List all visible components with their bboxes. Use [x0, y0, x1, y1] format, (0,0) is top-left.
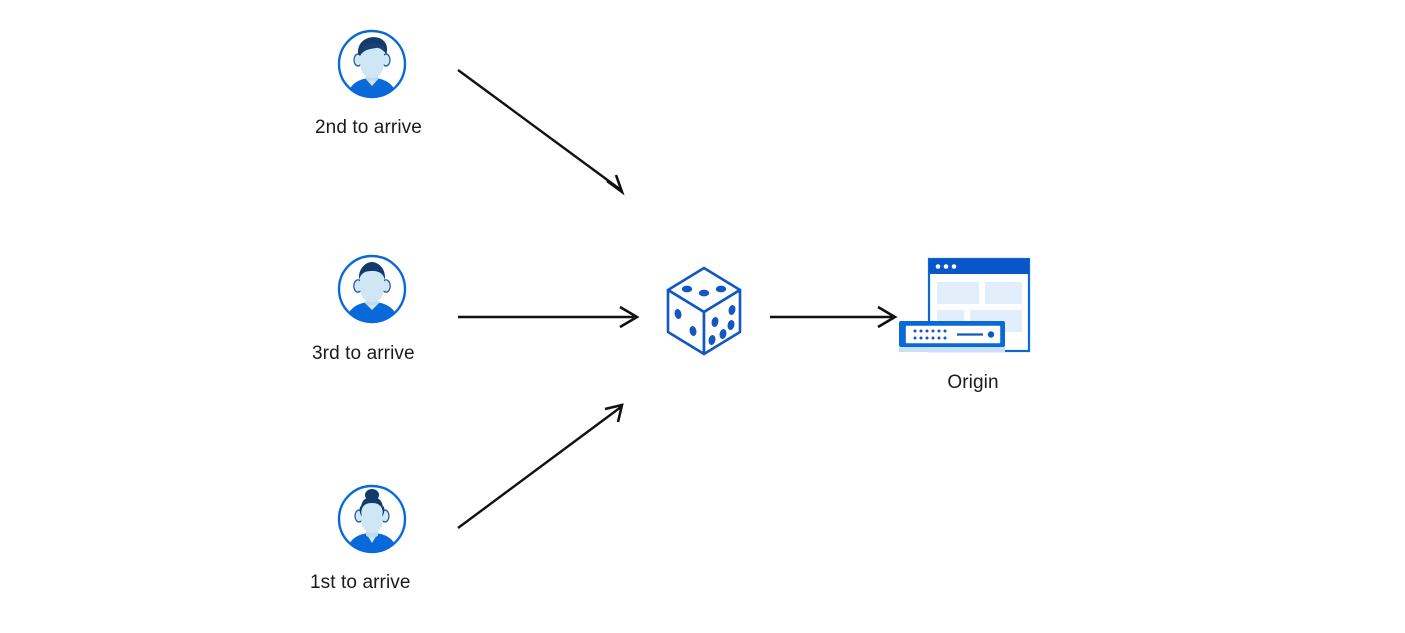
client-label-2nd: 2nd to arrive — [315, 117, 422, 138]
user-avatar-icon — [336, 483, 408, 555]
client-label-3rd: 3rd to arrive — [312, 343, 415, 364]
user-avatar-icon — [336, 253, 408, 325]
randomizer-node — [660, 262, 748, 362]
client-label-1st: 1st to arrive — [310, 572, 411, 593]
arrow-dice-to-origin — [770, 305, 898, 329]
dice-icon — [660, 262, 748, 362]
server-device-icon — [899, 321, 1005, 352]
origin-node: Origin — [893, 255, 1041, 392]
arrow-3rd-to-dice — [458, 305, 640, 329]
origin-server-browser-icon — [893, 255, 1041, 363]
origin-label: Origin — [947, 372, 999, 393]
arrow-1st-to-dice — [457, 403, 624, 529]
user-avatar-icon — [336, 28, 408, 100]
